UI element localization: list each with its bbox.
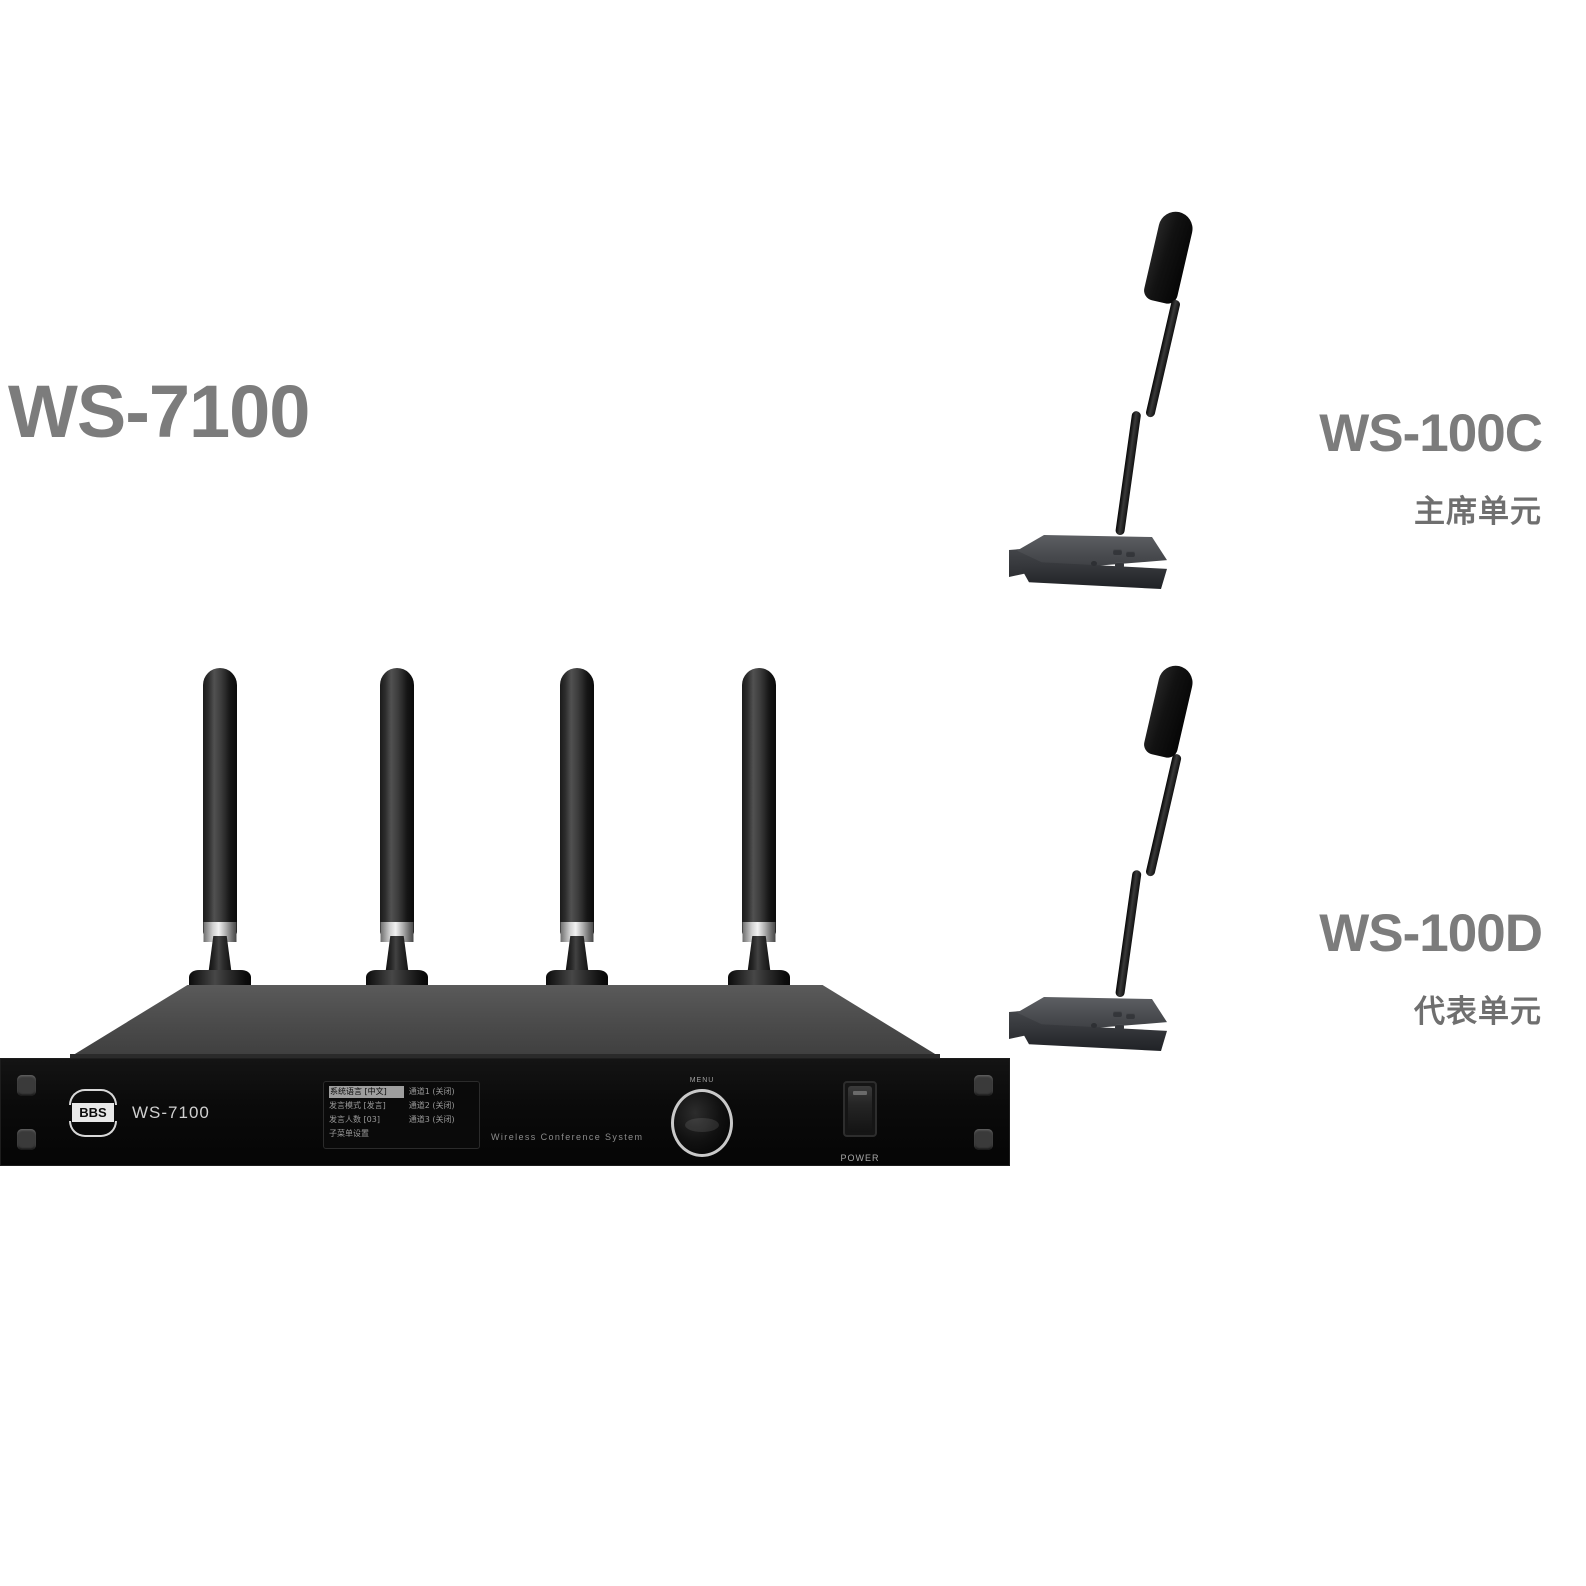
mic-status-led [1091, 1023, 1097, 1028]
rack-ear-hole-top-right [974, 1075, 993, 1096]
antenna-chrome-ring [742, 922, 776, 942]
rack-ear-hole-bottom-left [17, 1129, 36, 1150]
front-panel-model-text: WS-7100 [132, 1103, 210, 1122]
gooseneck-lower [1115, 410, 1142, 536]
rack-ear-hole-bottom-right [974, 1129, 993, 1150]
mic-button[interactable] [1115, 562, 1124, 568]
ws100d-delegate-unit [995, 655, 1215, 1060]
lcd-menu-item[interactable]: 发言模式 [发言] [329, 1101, 386, 1110]
mic-status-led [1091, 561, 1097, 566]
microphone-windscreen [1142, 662, 1196, 760]
antenna-rod [203, 668, 237, 936]
label-chairman-model: WS-100C [1319, 404, 1543, 463]
lcd-right-column: 通道1 (关闭) 通道2 (关闭) 通道3 (关闭) [409, 1086, 474, 1144]
mic-button[interactable] [1126, 1013, 1135, 1019]
antenna-chrome-ring [203, 922, 237, 942]
label-delegate-subtitle: 代表单元 [1414, 994, 1542, 1029]
lcd-channel-item[interactable]: 通道2 (关闭) [408, 1101, 455, 1110]
mic-button[interactable] [1113, 1011, 1122, 1017]
lcd-menu-item-selected[interactable]: 系统语言 [中文] [329, 1086, 404, 1098]
mic-button[interactable] [1115, 1024, 1124, 1030]
ws7100-base-station: BBS WS-7100 系统语言 [中文] 发言模式 [发言] 发言人数 [03… [0, 630, 1010, 1170]
gooseneck-upper [1145, 753, 1183, 878]
logo-wordmark: BBS [72, 1103, 114, 1122]
lcd-channel-item[interactable]: 通道1 (关闭) [408, 1087, 455, 1096]
antenna-rod [560, 668, 594, 936]
label-chairman-subtitle: 主席单元 [1414, 494, 1542, 529]
rack-ear-hole-top-left [17, 1075, 36, 1096]
chassis-top-panel [70, 985, 940, 1057]
antenna-chrome-ring [380, 922, 414, 942]
lcd-display[interactable]: 系统语言 [中文] 发言模式 [发言] 发言人数 [03] 子菜单设置 通道1 … [323, 1081, 480, 1149]
ws100c-chairman-unit [995, 205, 1215, 600]
mic-button[interactable] [1113, 549, 1122, 555]
lcd-menu-item[interactable]: 发言人数 [03] [329, 1115, 380, 1124]
mic-button[interactable] [1126, 551, 1135, 557]
antenna-rod [380, 668, 414, 936]
lcd-menu-item[interactable]: 子菜单设置 [329, 1129, 369, 1138]
lcd-channel-item[interactable]: 通道3 (关闭) [408, 1115, 455, 1124]
power-switch-label: POWER [840, 1153, 880, 1163]
menu-knob-dial[interactable] [671, 1089, 733, 1157]
label-delegate-model: WS-100D [1319, 904, 1543, 963]
antenna-chrome-ring [560, 922, 594, 942]
front-panel: BBS WS-7100 系统语言 [中文] 发言模式 [发言] 发言人数 [03… [0, 1058, 1010, 1166]
power-switch-frame[interactable] [843, 1081, 877, 1137]
gooseneck-lower [1115, 869, 1142, 998]
gooseneck-upper [1145, 299, 1181, 419]
lcd-left-column: 系统语言 [中文] 发言模式 [发言] 发言人数 [03] 子菜单设置 [329, 1086, 404, 1144]
menu-knob-label: MENU [689, 1077, 715, 1084]
page-title-ws7100: WS-7100 [8, 370, 310, 453]
brand-block: BBS WS-7100 [67, 1089, 210, 1137]
antenna-rod [742, 668, 776, 936]
bbs-logo-icon: BBS [67, 1089, 119, 1137]
power-switch[interactable]: POWER [833, 1081, 887, 1163]
microphone-windscreen [1142, 208, 1196, 306]
system-name-silkscreen: Wireless Conference System [491, 1132, 644, 1142]
knob-highlight [685, 1118, 719, 1132]
power-rocker[interactable] [848, 1086, 872, 1132]
logo-arc-bottom [69, 1121, 117, 1137]
chassis-top-edge [70, 1054, 940, 1060]
menu-knob[interactable]: MENU [666, 1077, 738, 1163]
